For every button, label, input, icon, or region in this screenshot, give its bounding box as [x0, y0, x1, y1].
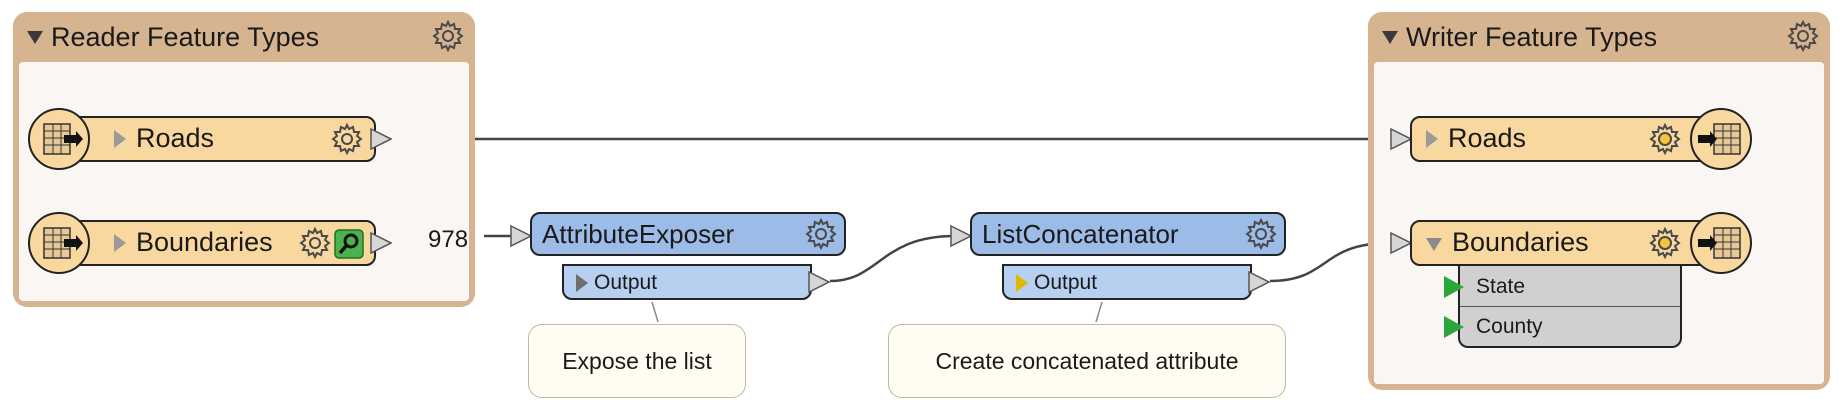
reader-boundaries-dataset-icon[interactable]	[28, 212, 90, 274]
writer-bookmark-title: Writer Feature Types	[1406, 22, 1658, 52]
transformer-attributeexposer[interactable]: AttributeExposer	[530, 212, 846, 256]
reader-bookmark-title: Reader Feature Types	[51, 22, 320, 52]
table-arrow-icon	[43, 227, 83, 259]
gear-icon[interactable]	[1648, 226, 1682, 260]
transformer-output-port-row[interactable]: Output	[1002, 264, 1252, 300]
writer-roads-dataset-icon[interactable]	[1690, 108, 1752, 170]
expand-triangle-icon[interactable]	[1426, 130, 1438, 148]
gear-icon[interactable]	[804, 217, 838, 251]
input-port-icon[interactable]	[1390, 232, 1412, 254]
arrow-table-icon	[1698, 123, 1741, 155]
output-port-label: Output	[594, 271, 658, 294]
annotation-text: Create concatenated attribute	[935, 347, 1239, 374]
arrow-table-icon	[1698, 227, 1741, 259]
input-port-icon[interactable]	[1390, 128, 1412, 150]
reader-feature-type-label: Boundaries	[136, 227, 273, 257]
annotation-tail-1	[651, 301, 659, 323]
collapse-triangle-icon[interactable]	[1382, 31, 1398, 44]
expand-triangle-icon[interactable]	[114, 234, 126, 252]
transformer-output-port-row[interactable]: Output	[562, 264, 812, 300]
attribute-port-icon[interactable]	[1444, 316, 1464, 338]
annotation-concatenate[interactable]: Create concatenated attribute	[888, 324, 1286, 398]
transformer-listconcatenator[interactable]: ListConcatenator	[970, 212, 1286, 256]
expand-triangle-icon[interactable]	[576, 274, 588, 292]
attribute-name: County	[1476, 315, 1543, 338]
gear-icon[interactable]	[1244, 217, 1278, 251]
reader-roads-dataset-icon[interactable]	[28, 108, 90, 170]
output-port-icon[interactable]	[370, 232, 392, 254]
collapse-triangle-icon[interactable]	[27, 31, 43, 44]
writer-boundaries-dataset-icon[interactable]	[1690, 212, 1752, 274]
expand-triangle-icon[interactable]	[114, 130, 126, 148]
transformer-name: ListConcatenator	[982, 219, 1179, 249]
feature-count-label: 978	[428, 226, 469, 253]
output-port-label: Output	[1034, 271, 1098, 294]
gear-icon[interactable]	[431, 19, 465, 53]
reader-bookmark-header[interactable]: Reader Feature Types	[27, 22, 319, 53]
output-port-icon[interactable]	[1248, 271, 1270, 293]
writer-feature-type-label: Boundaries	[1452, 227, 1589, 257]
writer-boundaries-attribute-list: State County	[1444, 264, 1682, 348]
writer-bookmark-header[interactable]: Writer Feature Types	[1382, 22, 1657, 53]
reader-feature-type-boundaries[interactable]: Boundaries	[62, 220, 376, 266]
writer-feature-type-boundaries[interactable]: Boundaries	[1410, 220, 1714, 266]
connection-exposer-concat[interactable]	[829, 234, 956, 283]
transformer-name: AttributeExposer	[542, 219, 735, 249]
writer-feature-type-label: Roads	[1448, 123, 1527, 153]
attribute-row-county[interactable]: County	[1444, 308, 1680, 346]
annotation-expose-list[interactable]: Expose the list	[528, 324, 746, 398]
output-port-icon[interactable]	[370, 128, 392, 150]
gear-icon[interactable]	[330, 122, 364, 156]
reader-feature-type-roads[interactable]: Roads	[62, 116, 376, 162]
collapse-triangle-icon[interactable]	[1426, 238, 1442, 251]
gear-icon[interactable]	[298, 226, 332, 260]
table-arrow-icon	[43, 123, 83, 155]
reader-feature-type-label: Roads	[136, 123, 215, 153]
input-port-icon[interactable]	[510, 225, 532, 247]
output-port-icon[interactable]	[808, 271, 830, 293]
gear-icon[interactable]	[1786, 19, 1820, 53]
attribute-row-state[interactable]: State	[1444, 268, 1680, 307]
gear-icon[interactable]	[1648, 122, 1682, 156]
magnifier-icon[interactable]	[334, 229, 364, 259]
annotation-text: Expose the list	[562, 347, 712, 374]
input-port-icon[interactable]	[950, 225, 972, 247]
attribute-port-icon[interactable]	[1444, 276, 1464, 298]
attribute-name: State	[1476, 275, 1526, 298]
writer-feature-type-roads[interactable]: Roads	[1410, 116, 1714, 162]
annotation-tail-2	[1095, 301, 1103, 323]
expand-triangle-icon[interactable]	[1016, 274, 1028, 292]
